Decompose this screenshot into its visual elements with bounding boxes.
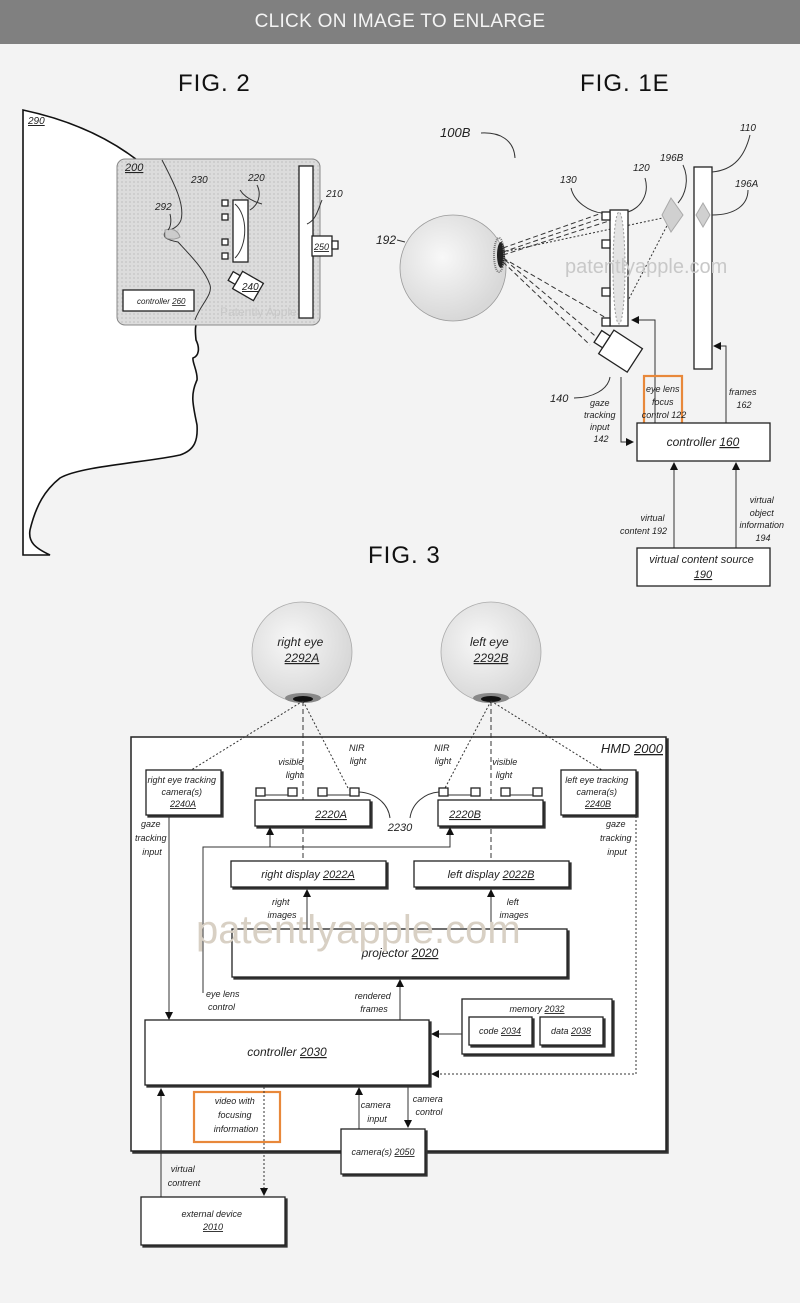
eye-lens-control-label: eye lens control <box>206 989 242 1012</box>
right-display-2022a <box>230 860 387 888</box>
connector-ref: 250 <box>313 242 329 252</box>
virtual-content-source-label: virtual content source 190 <box>649 554 757 581</box>
emitters-2230-label: 2230 <box>387 822 413 834</box>
controller-160-label: controller 160 <box>667 435 740 449</box>
watermark-fig3: patentlyapple.com <box>196 908 521 952</box>
right-images-label: right images <box>267 897 297 920</box>
right-display-label: right display 2022A <box>261 869 355 881</box>
left-display-label: left display 2022B <box>448 869 535 881</box>
video-focusing-label: video with focusing information <box>214 1096 259 1134</box>
virtual-object-196b <box>661 197 684 233</box>
fig1e-diagram: 100B 192 130 120 196B 110 196A patentlya… <box>376 123 786 587</box>
virtual-content-label: virtual content 192 <box>620 513 667 536</box>
virtual-content-source-190 <box>636 547 771 587</box>
device-ref: 200 <box>124 162 144 174</box>
left-eye-label: left eye 2292B <box>470 635 512 665</box>
eye-ref: 292 <box>154 202 172 213</box>
watermark-fig1e: patentlyapple.com <box>565 256 727 278</box>
display-ref-110: 110 <box>740 123 756 134</box>
system-ref: 100B <box>440 125 471 140</box>
rendered-frames-label: rendered frames <box>355 991 394 1014</box>
code-label: code 2034 <box>479 1026 521 1036</box>
frames-label: frames 162 <box>729 387 759 410</box>
left-eye-tracking-camera-2240b <box>560 769 637 816</box>
left-display-2022b <box>413 860 570 888</box>
gaze-input-label: gaze tracking input 142 <box>584 398 618 444</box>
watermark-fig2: Patently Apple <box>220 305 297 319</box>
virtual-content-label-fig3: virtual contrent <box>168 1164 201 1188</box>
right-eye-tracking-camera-2240a <box>145 769 222 816</box>
display-ref: 210 <box>325 189 343 200</box>
fig3-title: FIG. 3 <box>368 542 441 569</box>
camera-control-label: camera control <box>413 1094 446 1117</box>
controller-2030-label: controller 2030 <box>247 1045 327 1059</box>
video-focusing-highlight <box>192 1090 282 1144</box>
lens-2220b-label: 2220B <box>448 809 481 821</box>
cameras-label: camera(s) 2050 <box>351 1147 414 1157</box>
controller-160 <box>636 422 771 462</box>
nir-light-right-label: NIR light <box>349 743 367 766</box>
visible-light-left-label: visible light <box>492 757 520 780</box>
display-210 <box>298 165 314 319</box>
memory-label: memory 2032 <box>509 1004 564 1014</box>
nir-light-left-label: NIR light <box>434 743 452 766</box>
fig3-diagram: right eye 2292A left eye 2292B HMD 2000 … <box>130 601 667 1246</box>
enlarge-banner[interactable]: CLICK ON IMAGE TO ENLARGE <box>0 0 800 44</box>
external-device-label: external device 2010 <box>181 1209 244 1232</box>
virtual-obj-ref-b: 196B <box>660 153 684 164</box>
virtual-obj-ref-a: 196A <box>735 179 759 190</box>
virtual-object-196a <box>695 202 711 228</box>
controller-260-label: controller 260 <box>137 297 186 306</box>
code-2034 <box>468 1016 533 1046</box>
fig2-diagram: 290 200 230 220 292 240 210 250 controll… <box>22 109 343 556</box>
right-eye-label: right eye 2292A <box>277 635 326 665</box>
eye-192 <box>399 214 507 322</box>
eye-lens-focus-label: eye lens focus control 122 <box>642 384 687 420</box>
right-cam-label: right eye tracking camera(s) 2240A <box>147 775 218 809</box>
head-ref: 290 <box>27 116 45 127</box>
gaze-input-right-label: gaze tracking input <box>135 819 169 857</box>
left-cam-label: left eye tracking camera(s) 2240B <box>565 775 631 809</box>
emitters-ref: 230 <box>190 175 208 186</box>
lens-2220a-label: 2220A <box>314 809 347 821</box>
gaze-input-left-label: gaze tracking input <box>600 819 634 857</box>
data-label: data 2038 <box>551 1026 591 1036</box>
lens-ref: 220 <box>247 173 265 184</box>
projector-label: projector 2020 <box>361 946 439 960</box>
lens-2220b <box>437 799 544 827</box>
fig2-title: FIG. 2 <box>178 70 251 97</box>
emitters-ref-130: 130 <box>560 175 577 186</box>
virtual-object-info-label: virtual object information 194 <box>739 495 786 543</box>
lens-2220a <box>254 799 371 827</box>
projector-2020 <box>231 928 568 978</box>
eye-ref-192: 192 <box>376 233 396 247</box>
data-2038 <box>539 1016 604 1046</box>
external-device-2010 <box>140 1196 286 1246</box>
left-images-label: left images <box>499 897 529 920</box>
controller-2030 <box>144 1019 430 1086</box>
fig1e-title: FIG. 1E <box>580 70 670 97</box>
lens-ref-120: 120 <box>633 163 650 174</box>
camera-input-label: camera input <box>361 1100 394 1124</box>
camera-ref-140: 140 <box>550 393 569 405</box>
cameras-2050 <box>340 1128 426 1175</box>
visible-light-right-label: visible light <box>278 757 306 780</box>
hmd-label: HMD 2000 <box>601 741 664 756</box>
camera-ref: 240 <box>241 282 259 293</box>
